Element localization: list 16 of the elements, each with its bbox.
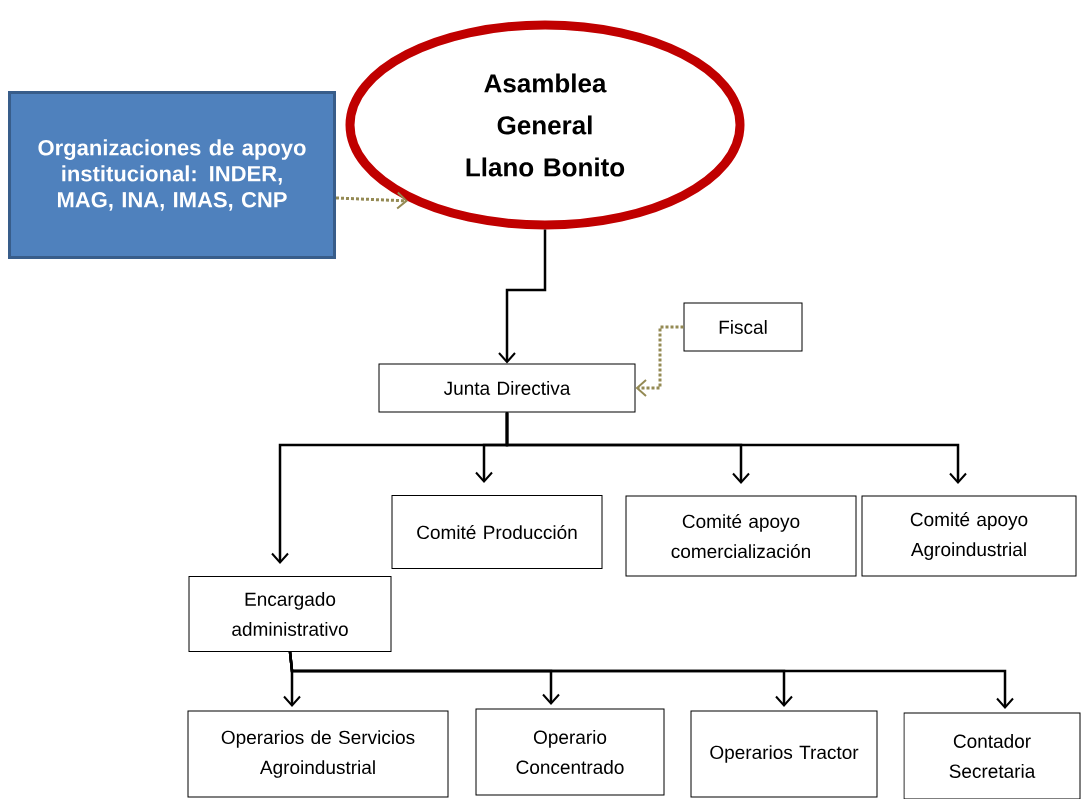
org-box: Fiscal [683, 302, 803, 352]
org-box: Operarios de Servicios Agroindustrial [187, 710, 449, 798]
arrow [635, 325, 684, 397]
org-box: Contador Secretaria [903, 712, 1081, 799]
org-box: Encargado administrativo [188, 576, 392, 652]
org-box: Operario Concentrado [475, 708, 665, 796]
arrow [335, 191, 408, 210]
org-box: Operarios Tractor [690, 710, 878, 798]
arrow [505, 412, 967, 484]
arrow [288, 651, 1014, 709]
org-box: Junta Directiva [378, 363, 636, 413]
info-box: Organizaciones de apoyo institucional: INDER, MAG, INA, IMAS, CNP [8, 91, 336, 259]
org-box: Comité apoyo comercialización [625, 495, 857, 577]
org-box: Comité apoyo Agroindustrial [861, 495, 1077, 577]
org-box: Comité Producción [391, 495, 603, 569]
arrow [498, 229, 547, 364]
